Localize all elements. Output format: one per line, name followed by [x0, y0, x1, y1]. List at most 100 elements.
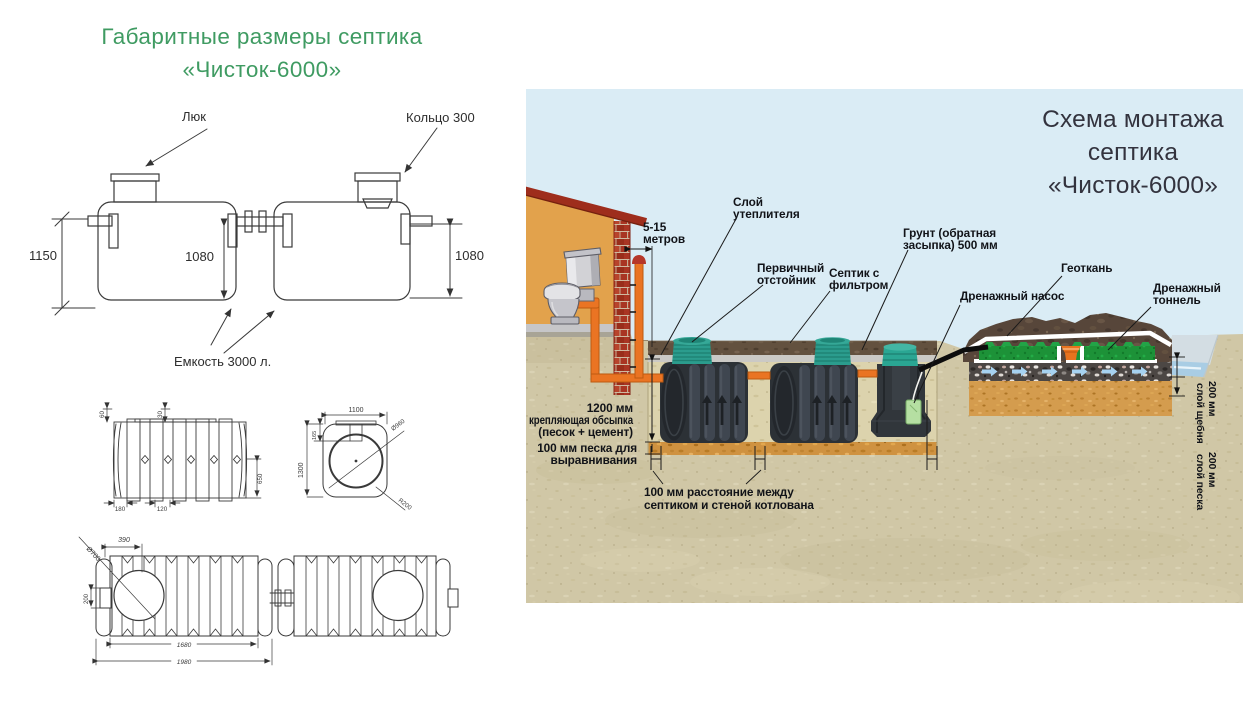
drainage-pump [905, 399, 922, 425]
elevation-connector-flange1 [244, 210, 253, 233]
drain-tunnel-label-line1: Дренажный [1153, 281, 1221, 295]
pump-pit-vessel [871, 364, 931, 437]
side-dim-650: 650 [257, 473, 264, 484]
plan-dim-1980: 1980 [177, 659, 192, 666]
installation-scheme: Схема монтажа септика «Чисток-6000» 5-15… [526, 89, 1243, 603]
leveling-label-line2: выравнивания [551, 453, 638, 467]
end-view-drawing [304, 411, 406, 511]
side-view-ribs [126, 418, 242, 502]
elevation-hatch-body [113, 180, 157, 203]
left-title-line2: «Чисток-6000» [183, 57, 342, 82]
riser-2 [814, 337, 851, 365]
elevation-connector-flange2 [258, 210, 267, 233]
dim-graphics [624, 246, 1185, 485]
end-dim-diameter: Ø960 [390, 418, 407, 433]
plan-dims [88, 543, 273, 666]
anchoring-label-line2: (песок + цемент) [538, 425, 633, 439]
side-dim-180: 180 [115, 506, 126, 513]
label-pointers [660, 218, 1152, 404]
elevation-left-tank [97, 201, 237, 301]
sand-layer-label-line1: 200 мм [1206, 452, 1218, 488]
primary-tank-label-line1: Первичный [757, 261, 824, 275]
backfill-label-line1: Грунт (обратная [903, 226, 996, 240]
side-dim-30: 30 [157, 411, 164, 418]
elevation-outlet-drop-left [227, 213, 238, 248]
depth-label: 1200 мм [587, 401, 633, 415]
side-dim-60: 60 [99, 411, 106, 418]
ring-leader-arrow [404, 127, 438, 173]
ring-label: Кольцо 300 [406, 110, 475, 125]
drain-sand-layer [969, 381, 1172, 416]
plan-view-drawing [78, 536, 459, 666]
septic-tank-2 [770, 363, 858, 443]
plan-dim-manhole: Ø700 [85, 546, 102, 563]
dim-1080-left-label: 1080 [185, 249, 214, 264]
elevation-ring-body [357, 180, 398, 203]
clearance-label-line2: септиком и стеной котлована [644, 498, 814, 512]
capacity-leader-arrow1 [210, 308, 232, 346]
insulation-label-line1: Слой [733, 195, 763, 209]
toilet [543, 247, 602, 325]
layers-bracket [1169, 352, 1185, 397]
dim-1080-right-label: 1080 [455, 248, 484, 263]
pump-riser [882, 343, 918, 366]
house-roof [526, 186, 648, 226]
pit-gravel-bed [648, 442, 937, 455]
leveling-label-line1: 100 мм песка для [537, 441, 637, 455]
left-title-line1: Габаритные размеры септика [101, 24, 422, 49]
left-drawing-panel: Габаритные размеры септика «Чисток-6000» [29, 24, 484, 666]
sand-layer-label-line2: слой песка [1194, 454, 1206, 510]
drain-pump-label: Дренажный насос [960, 289, 1065, 303]
elevation-ring-lid [354, 172, 401, 182]
elevation-outlet-drop [400, 213, 411, 245]
geotextile-label: Геоткань [1061, 261, 1112, 275]
hatch-leader-arrow [145, 128, 208, 167]
side-view-drawing [102, 402, 262, 508]
gravel-layer-label-line2: слой щебня [1194, 383, 1206, 444]
elevation-inlet-stub [87, 215, 113, 227]
filter-tank-label-line2: фильтром [829, 278, 888, 292]
distance-label-line2: метров [643, 232, 685, 246]
pressure-hose [917, 344, 989, 373]
capacity-label: Емкость 3000 л. [174, 354, 271, 369]
plan-dim-200: 200 [84, 593, 90, 604]
filter-tank-label-line1: Септик с [829, 266, 880, 280]
capacity-leader-arrow2 [223, 310, 275, 354]
drainage-ditch [1172, 334, 1219, 378]
elevation-inlet-drop [108, 213, 119, 249]
dim-1080-right [409, 218, 463, 299]
elevation-inlet-drop-right [282, 213, 293, 248]
side-dim-120: 120 [157, 506, 168, 513]
plan-dim-390: 390 [118, 537, 130, 544]
elevation-hatch-lid [110, 173, 160, 182]
insulation-label-line2: утеплителя [733, 207, 800, 221]
backfill-label-line2: засыпка) 500 мм [903, 238, 998, 252]
vent-cap [632, 255, 646, 264]
end-dim-1300: 1300 [298, 462, 305, 478]
elevation-right-tank [273, 201, 411, 301]
right-title-line3: «Чисток-6000» [1048, 172, 1218, 199]
geotextile-membrane [962, 330, 1173, 354]
right-title-line2: септика [1088, 139, 1179, 166]
septic-tank-1 [660, 362, 748, 443]
elevation-connector-pipe [236, 216, 284, 227]
drain-tunnel-right [1069, 342, 1155, 360]
elevation-drawing [51, 127, 463, 354]
water-flow-arrows [982, 366, 1148, 377]
insulation-strip [648, 355, 937, 362]
brick-wall [614, 221, 630, 395]
pump-cable [912, 371, 923, 401]
end-view-dims [304, 411, 388, 498]
plan-connector [269, 589, 295, 607]
house-floor [526, 324, 614, 332]
dim-1150 [51, 211, 96, 316]
hatch-label: Люк [182, 109, 206, 124]
clearance-ticks [650, 400, 938, 470]
drain-gravel-layer [969, 362, 1172, 381]
elevation-ring-plate [362, 198, 393, 209]
riser-1 [672, 337, 712, 364]
right-title-line1: Схема монтажа [1042, 106, 1224, 133]
clearance-label-line1: 100 мм расстояние между [644, 485, 794, 499]
gravel-layer-label-line1: 200 мм [1206, 381, 1218, 417]
